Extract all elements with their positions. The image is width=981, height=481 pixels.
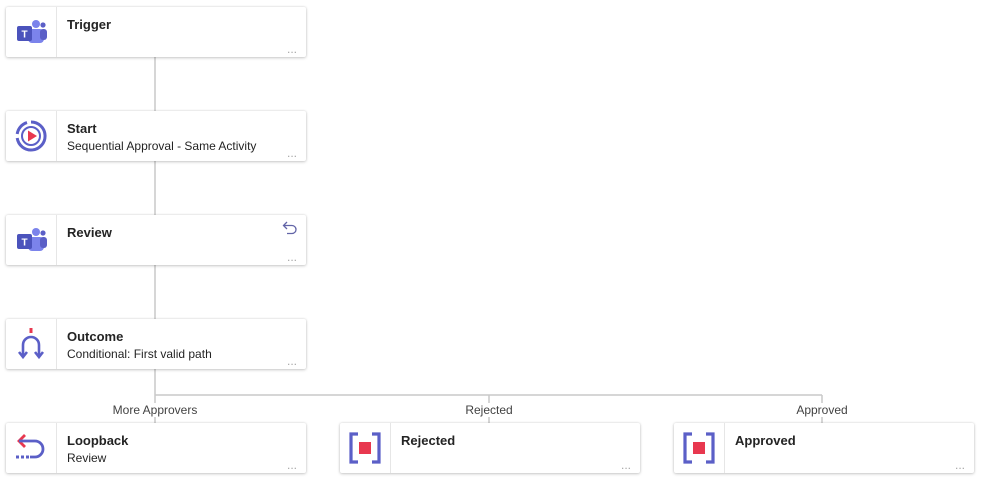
start-play-icon (15, 120, 47, 152)
svg-text:T: T (21, 30, 27, 41)
more-options-icon[interactable]: ... (286, 250, 297, 264)
stop-icon (349, 432, 381, 464)
branch-label-approved: Approved (794, 403, 850, 417)
loopback-icon (16, 434, 45, 459)
branch-label-more-approvers: More Approvers (110, 403, 200, 417)
node-subtitle: Review (67, 451, 107, 465)
more-options-icon[interactable]: ... (954, 458, 965, 472)
node-body: Rejected ... (391, 423, 640, 473)
node-title: Outcome (67, 329, 124, 344)
node-title: Rejected (401, 433, 456, 448)
node-outcome[interactable]: Outcome Conditional: First valid path ..… (6, 319, 306, 369)
node-loopback[interactable]: Loopback Review ... (6, 423, 306, 473)
node-subtitle: Sequential Approval - Same Activity (67, 139, 257, 153)
node-title: Loopback (67, 433, 129, 448)
node-icon-cell: T (6, 215, 57, 265)
more-options-icon[interactable]: ... (620, 458, 631, 472)
teams-icon: T (17, 228, 47, 251)
node-icon-cell (6, 319, 57, 369)
node-icon-cell (6, 111, 57, 161)
node-body: Approved ... (725, 423, 974, 473)
teams-icon: T (17, 20, 47, 43)
node-body: Review ... (57, 215, 306, 265)
node-approved[interactable]: Approved ... (674, 423, 974, 473)
node-trigger[interactable]: T Trigger ... (6, 7, 306, 57)
branch-label-rejected: Rejected (463, 403, 515, 417)
stop-icon (683, 432, 715, 464)
node-title: Review (67, 225, 112, 240)
node-icon-cell: T (6, 7, 57, 57)
node-title: Approved (735, 433, 796, 448)
node-icon-cell (340, 423, 391, 473)
node-body: Outcome Conditional: First valid path ..… (57, 319, 306, 369)
node-start[interactable]: Start Sequential Approval - Same Activit… (6, 111, 306, 161)
node-subtitle: Conditional: First valid path (67, 347, 212, 361)
node-body: Trigger ... (57, 7, 306, 57)
node-icon-cell (6, 423, 57, 473)
node-review[interactable]: T Review ... (6, 215, 306, 265)
node-icon-cell (674, 423, 725, 473)
node-body: Start Sequential Approval - Same Activit… (57, 111, 306, 161)
node-body: Loopback Review ... (57, 423, 306, 473)
conditional-split-icon (17, 328, 45, 360)
more-options-icon[interactable]: ... (286, 42, 297, 56)
node-title: Trigger (67, 17, 112, 32)
more-options-icon[interactable]: ... (286, 146, 297, 160)
svg-text:T: T (21, 238, 27, 249)
node-title: Start (67, 121, 97, 136)
node-rejected[interactable]: Rejected ... (340, 423, 640, 473)
loopback-target-icon (282, 221, 297, 235)
more-options-icon[interactable]: ... (286, 354, 297, 368)
more-options-icon[interactable]: ... (286, 458, 297, 472)
